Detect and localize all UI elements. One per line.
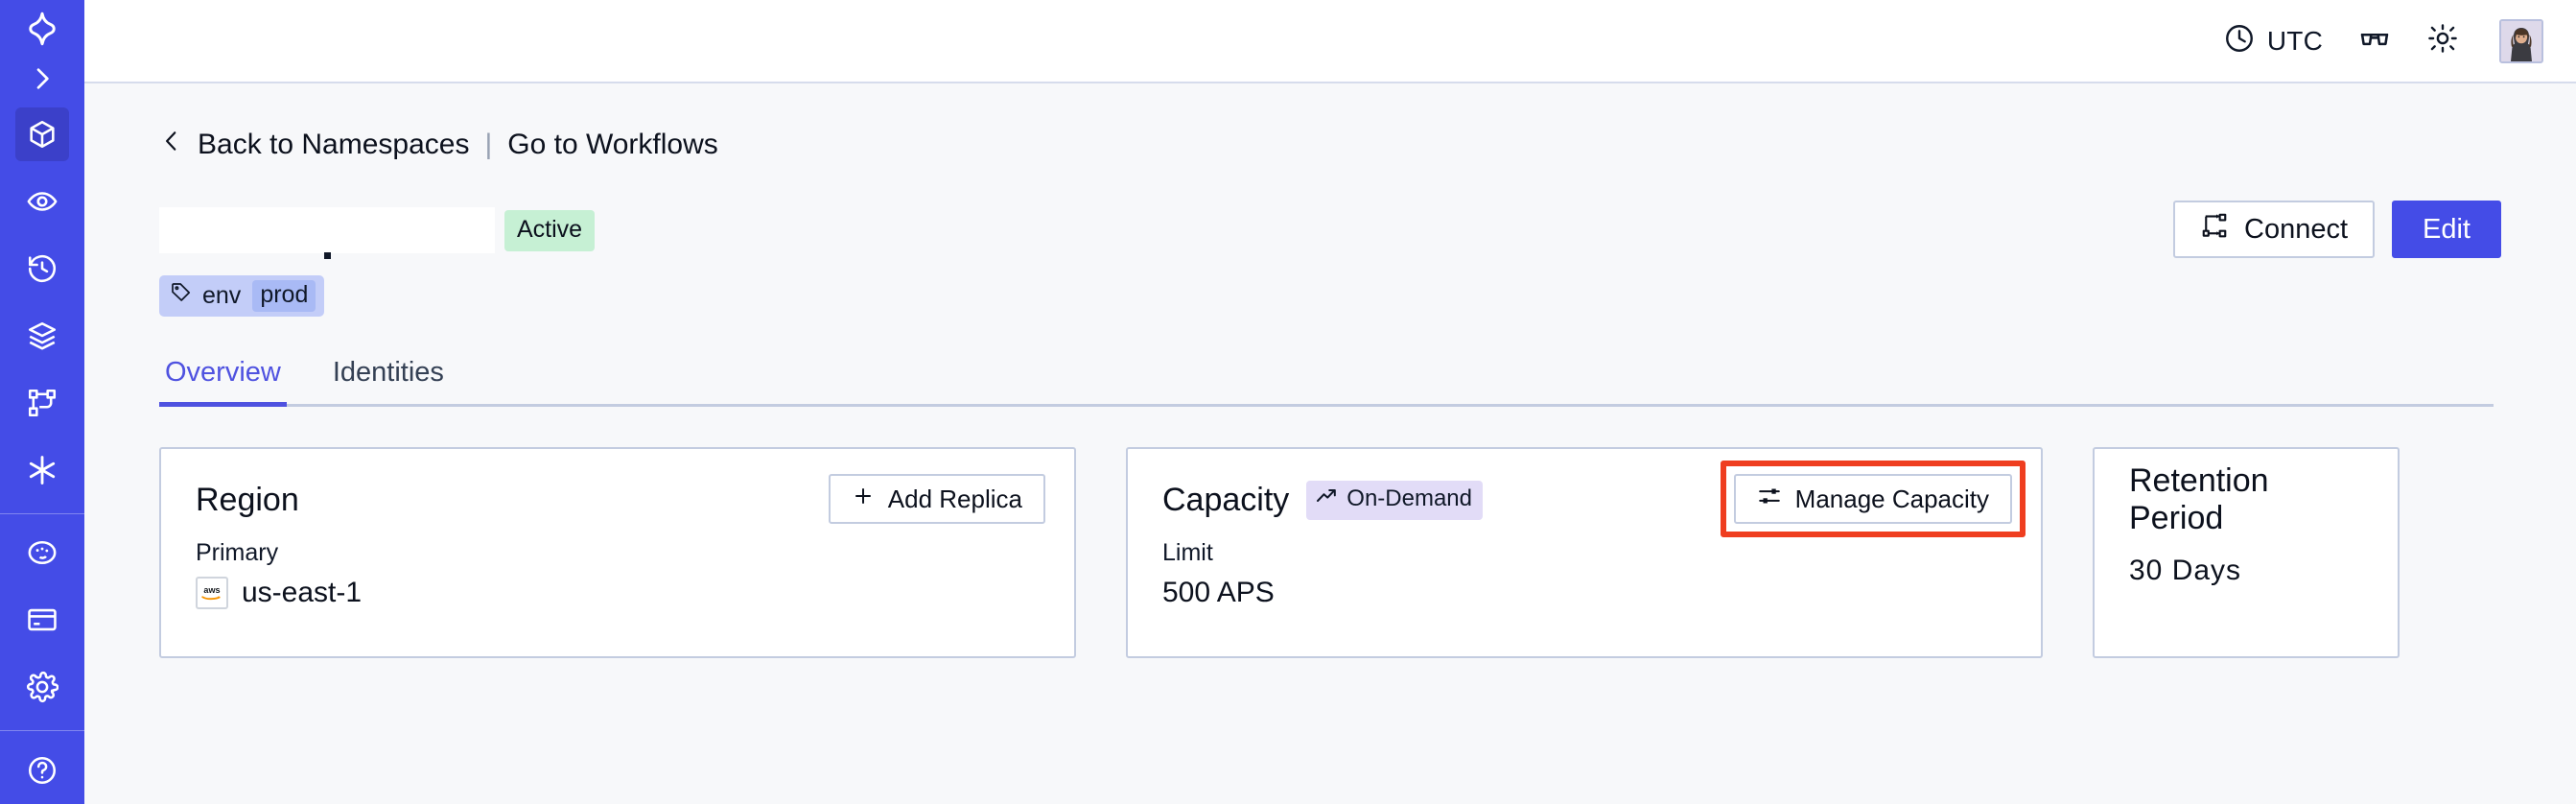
sidebar-divider-top xyxy=(0,512,84,514)
layers-icon xyxy=(26,319,59,352)
svg-text:aws: aws xyxy=(203,585,220,595)
connect-nodes-icon xyxy=(2200,211,2229,248)
breadcrumb-back-link[interactable]: Back to Namespaces xyxy=(198,129,470,160)
history-icon xyxy=(26,252,59,285)
sidebar-item-history[interactable] xyxy=(15,242,69,296)
sidebar-item-layers[interactable] xyxy=(15,309,69,363)
help-circle-icon xyxy=(26,754,59,787)
card-retention-header: Retention Period xyxy=(2129,462,2365,536)
sidebar-item-workflows[interactable] xyxy=(15,376,69,430)
card-region: Region Add Replica Primary xyxy=(159,447,1076,658)
card-region-title: Region xyxy=(196,481,299,518)
sidebar-item-settings[interactable] xyxy=(15,660,69,714)
capacity-mode-label: On-Demand xyxy=(1347,485,1473,511)
breadcrumb-workflows-link[interactable]: Go to Workflows xyxy=(507,129,718,160)
card-capacity-title: Capacity xyxy=(1162,481,1290,518)
asterisk-icon xyxy=(25,453,59,487)
sidebar-item-namespaces[interactable] xyxy=(15,106,69,161)
palette-icon xyxy=(26,536,59,569)
sparkle-logo-icon xyxy=(22,9,62,49)
primary-sidebar xyxy=(0,0,84,804)
gear-icon xyxy=(26,671,59,703)
tab-overview[interactable]: Overview xyxy=(159,357,287,407)
aws-logo-icon: aws xyxy=(196,577,228,609)
card-capacity-sublabel: Limit xyxy=(1162,539,1213,566)
manage-capacity-button[interactable]: Manage Capacity xyxy=(1733,474,2012,524)
plus-icon xyxy=(852,485,875,514)
edit-button-label: Edit xyxy=(2423,213,2471,245)
namespace-actions: Connect Edit xyxy=(2173,201,2501,258)
sidebar-item-billing[interactable] xyxy=(15,593,69,647)
breadcrumb-separator: | xyxy=(484,129,493,160)
manage-capacity-highlight-wrap: Manage Capacity xyxy=(1720,461,2026,537)
sidebar-item-help[interactable] xyxy=(15,744,69,797)
manage-capacity-label: Manage Capacity xyxy=(1794,484,1989,513)
clock-icon xyxy=(2223,22,2256,59)
breadcrumb: Back to Namespaces | Go to Workflows xyxy=(159,126,2576,164)
add-replica-button[interactable]: Add Replica xyxy=(828,474,1045,524)
card-region-value-row: aws us-east-1 xyxy=(196,577,1042,609)
sidebar-item-nexus[interactable] xyxy=(15,443,69,497)
sidebar-main-group xyxy=(0,101,84,504)
main-area: UTC xyxy=(84,0,2576,804)
trending-up-icon xyxy=(1315,485,1338,514)
card-retention-title: Retention Period xyxy=(2129,462,2269,536)
namespace-title-row: Active xyxy=(159,201,2576,260)
namespace-tags: env prod xyxy=(159,275,2576,317)
cube-icon xyxy=(26,118,59,151)
top-bar: UTC xyxy=(84,0,2576,83)
tag-key: env xyxy=(202,282,242,309)
app-logo[interactable] xyxy=(0,0,84,57)
timezone-label: UTC xyxy=(2266,25,2323,56)
sidebar-item-observability[interactable] xyxy=(15,175,69,228)
card-region-header: Region xyxy=(196,478,1042,522)
card-region-action: Add Replica xyxy=(828,474,1045,524)
connect-button-label: Connect xyxy=(2244,213,2349,245)
card-capacity: Capacity On-Demand xyxy=(1126,447,2043,658)
timezone-selector[interactable]: UTC xyxy=(2223,22,2323,59)
glasses-icon xyxy=(2357,21,2392,60)
chevron-left-icon[interactable] xyxy=(159,126,184,164)
edit-button[interactable]: Edit xyxy=(2392,201,2501,258)
page-content: Back to Namespaces | Go to Workflows Act… xyxy=(84,83,2576,658)
capacity-mode-badge: On-Demand xyxy=(1306,480,1484,520)
tag-icon xyxy=(170,281,193,311)
card-region-sublabel: Primary xyxy=(196,539,279,566)
workflow-icon xyxy=(26,387,59,419)
tag-chip-env[interactable]: env prod xyxy=(159,275,325,317)
card-capacity-action: Manage Capacity xyxy=(1720,461,2026,537)
tab-identities[interactable]: Identities xyxy=(332,357,444,388)
namespace-tabs: Overview Identities xyxy=(159,357,2494,407)
user-avatar[interactable] xyxy=(2499,18,2543,63)
sidebar-divider-bottom xyxy=(0,730,84,731)
theme-toggle-button[interactable] xyxy=(2426,22,2459,59)
overview-cards: Region Add Replica Primary xyxy=(159,447,2576,658)
sliders-icon xyxy=(1757,484,1782,515)
card-icon xyxy=(26,603,59,636)
card-retention-period: Retention Period 30 Days xyxy=(2093,447,2400,658)
namespace-name-redacted xyxy=(159,207,495,259)
sidebar-item-usage[interactable] xyxy=(15,526,69,579)
sidebar-help-group xyxy=(0,737,84,804)
sun-icon xyxy=(2426,22,2459,59)
card-retention-value: 30 Days xyxy=(2129,555,2242,586)
add-replica-label: Add Replica xyxy=(887,484,1022,513)
chevron-right-icon xyxy=(27,63,58,94)
sidebar-expand-button[interactable] xyxy=(0,57,84,101)
card-capacity-header: Capacity On-Demand xyxy=(1162,478,2008,522)
tag-value: prod xyxy=(252,280,316,312)
sidebar-secondary-group xyxy=(0,519,84,721)
connect-button[interactable]: Connect xyxy=(2173,201,2376,258)
card-capacity-value: 500 APS xyxy=(1162,577,1275,608)
reading-mode-button[interactable] xyxy=(2357,21,2392,60)
card-region-value: us-east-1 xyxy=(242,577,363,608)
status-badge: Active xyxy=(504,209,596,251)
eye-icon xyxy=(26,185,59,218)
